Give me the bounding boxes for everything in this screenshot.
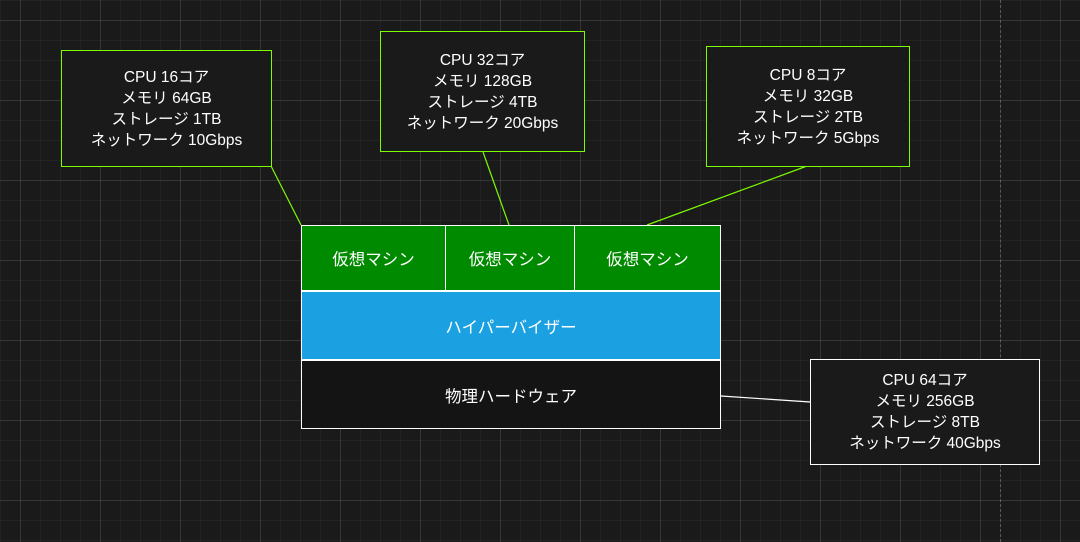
- spec-network: ネットワーク 40Gbps: [849, 435, 1001, 452]
- spec-storage: ストレージ 2TB: [753, 108, 863, 126]
- spec-memory: メモリ 256GB: [875, 393, 975, 410]
- hardware-spec-box: CPU 64コア メモリ 256GB ストレージ 8TB ネットワーク 40Gb…: [810, 359, 1040, 465]
- spec-network: ネットワーク 10Gbps: [90, 131, 243, 149]
- spec-storage: ストレージ 4TB: [427, 93, 538, 111]
- spec-cpu: CPU 64コア: [882, 372, 968, 389]
- spec-storage: ストレージ 1TB: [111, 110, 222, 128]
- spec-memory: メモリ 64GB: [121, 89, 212, 107]
- physical-hardware-layer: 物理ハードウェア: [301, 360, 721, 429]
- vm-2-spec-box: CPU 32コア メモリ 128GB ストレージ 4TB ネットワーク 20Gb…: [380, 31, 585, 152]
- connector-vm-3: [646, 165, 808, 226]
- spec-memory: メモリ 128GB: [432, 72, 533, 90]
- page-boundary-line: [1000, 0, 1001, 542]
- spec-network: ネットワーク 20Gbps: [406, 114, 559, 132]
- virtual-machine-1: 仮想マシン: [301, 225, 446, 291]
- spec-cpu: CPU 16コア: [123, 68, 210, 86]
- spec-cpu: CPU 32コア: [439, 51, 526, 69]
- virtualization-stack: 仮想マシン 仮想マシン 仮想マシン ハイパーバイザー 物理ハードウェア: [301, 225, 721, 429]
- virtual-machine-2: 仮想マシン: [445, 225, 575, 291]
- vm-3-spec-box: CPU 8コア メモリ 32GB ストレージ 2TB ネットワーク 5Gbps: [706, 46, 910, 167]
- vm-1-spec-box: CPU 16コア メモリ 64GB ストレージ 1TB ネットワーク 10Gbp…: [61, 50, 272, 167]
- connector-hardware: [720, 395, 811, 403]
- connector-vm-2: [482, 151, 510, 226]
- spec-memory: メモリ 32GB: [762, 87, 854, 105]
- virtual-machine-3: 仮想マシン: [574, 225, 721, 291]
- spec-network: ネットワーク 5Gbps: [736, 129, 880, 147]
- spec-storage: ストレージ 8TB: [870, 414, 980, 431]
- hypervisor-layer: ハイパーバイザー: [301, 291, 721, 360]
- spec-cpu: CPU 8コア: [769, 66, 847, 84]
- connector-vm-1: [270, 165, 302, 226]
